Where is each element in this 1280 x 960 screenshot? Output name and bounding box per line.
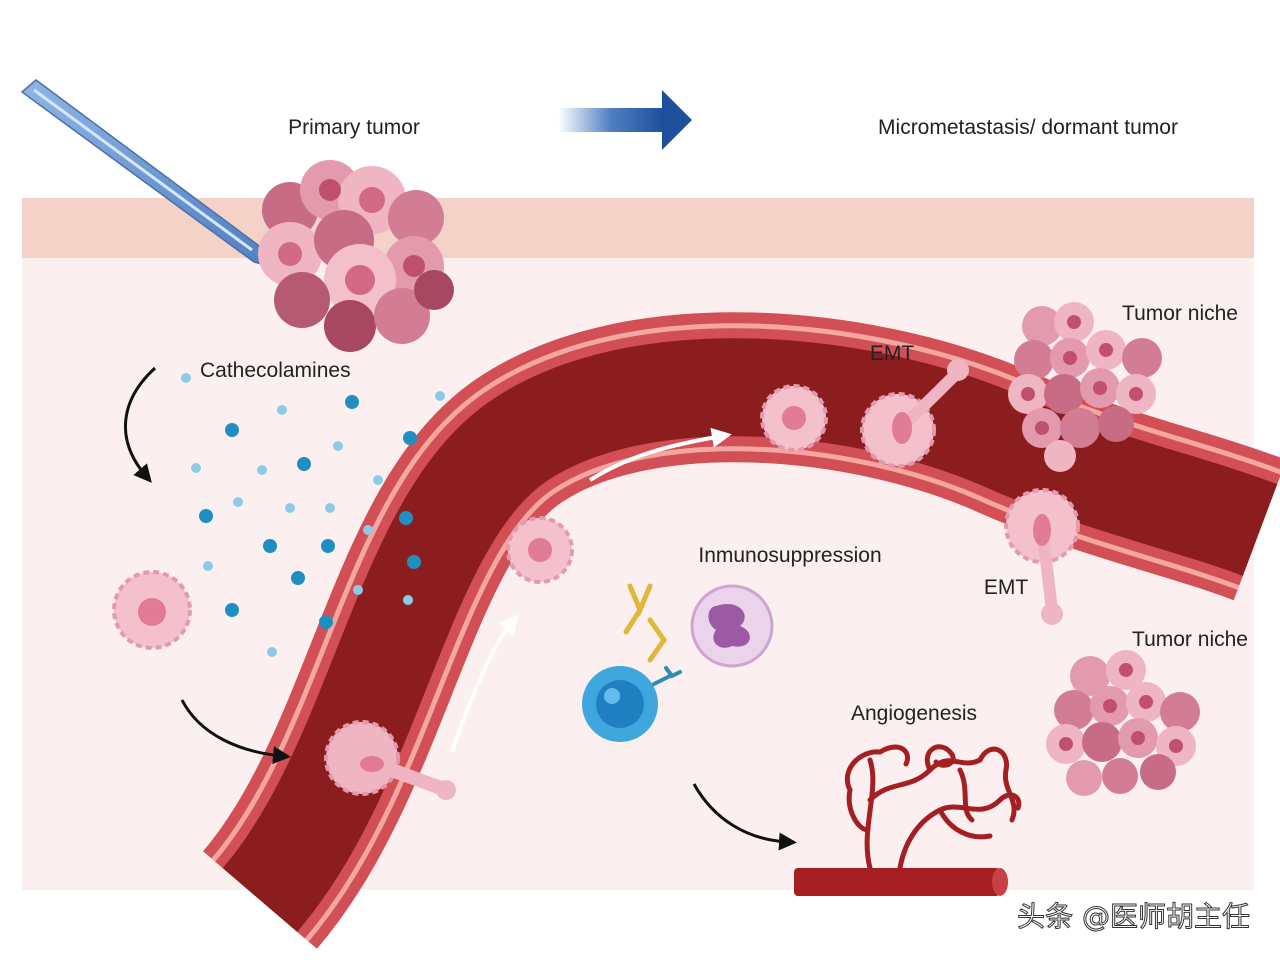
receptor-icon [652, 666, 682, 686]
label-tumor-niche-top: Tumor niche [1122, 302, 1238, 325]
label-angiogenesis: Angiogenesis [851, 702, 977, 725]
vessel-tumor-cell-1 [506, 516, 574, 584]
label-cathecolamines: Cathecolamines [200, 359, 351, 382]
tumor-niche-cluster-top [1008, 302, 1162, 472]
neutrophil-cell [690, 584, 774, 668]
primary-tumor-cluster [258, 160, 454, 352]
vessel-tumor-cell-2 [760, 384, 828, 452]
progression-arrow [558, 90, 692, 150]
flow-arrow-lower [450, 614, 519, 753]
curved-arrow-to-vessel [180, 699, 291, 765]
antibody-icon [623, 583, 668, 663]
curved-arrow-to-angiogenesis [692, 783, 797, 851]
emt-cell-top [860, 359, 969, 468]
label-emt-top: EMT [870, 342, 915, 365]
label-tumor-niche-bottom: Tumor niche [1132, 628, 1248, 651]
label-primary-tumor: Primary tumor [288, 116, 420, 139]
tumor-niche-cluster-bottom [1046, 650, 1200, 796]
flow-arrow-upper [588, 427, 732, 482]
label-micrometastasis: Micrometastasis/ dormant tumor [878, 116, 1178, 139]
label-emt-bottom: EMT [984, 576, 1029, 599]
emt-cell-bottom [1004, 488, 1080, 625]
circulating-tumor-cell [112, 570, 192, 650]
t-cell [582, 666, 658, 742]
blood-vessel [201, 312, 1280, 949]
catecholamine-molecules [181, 373, 445, 657]
label-inmunosuppression: Inmunosuppression [698, 544, 881, 567]
intravasating-cell [324, 720, 456, 800]
angiogenesis-vessels-icon [794, 744, 1022, 896]
watermark-text: 头条 @医师胡主任 [1017, 900, 1250, 933]
curved-arrow-left [124, 366, 157, 483]
